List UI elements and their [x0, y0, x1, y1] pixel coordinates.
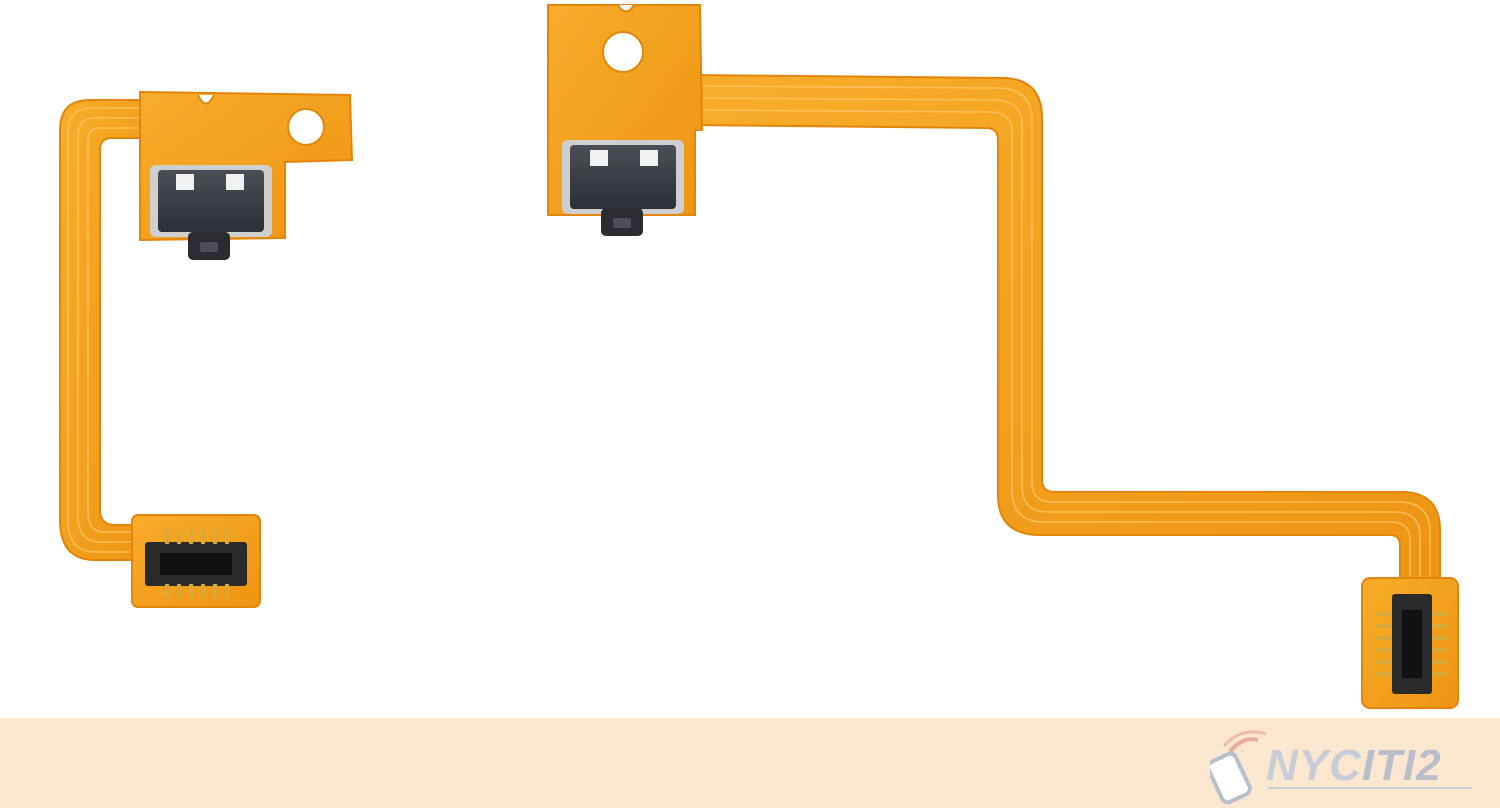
- left-mount-hole: [287, 108, 325, 146]
- brand-suffix: ITI2: [1362, 741, 1442, 790]
- left-flex-cable: [59, 90, 354, 608]
- right-board-connector: [1361, 577, 1459, 709]
- phone-signal-icon: [1206, 730, 1267, 805]
- right-mount-hole: [602, 31, 644, 73]
- right-flex-cable: [547, 4, 1459, 709]
- left-board-connector: [131, 514, 261, 608]
- brand-prefix: NYC: [1266, 741, 1362, 790]
- brand-watermark: NYCITI2: [1206, 722, 1480, 805]
- right-tactile-switch: [562, 140, 684, 236]
- flex-cable-photo: [59, 4, 1459, 709]
- svg-text:NYCITI2: NYCITI2: [1266, 741, 1442, 790]
- brand-watermark-graphic: NYCITI2: [1206, 730, 1472, 805]
- left-tactile-switch: [150, 165, 272, 260]
